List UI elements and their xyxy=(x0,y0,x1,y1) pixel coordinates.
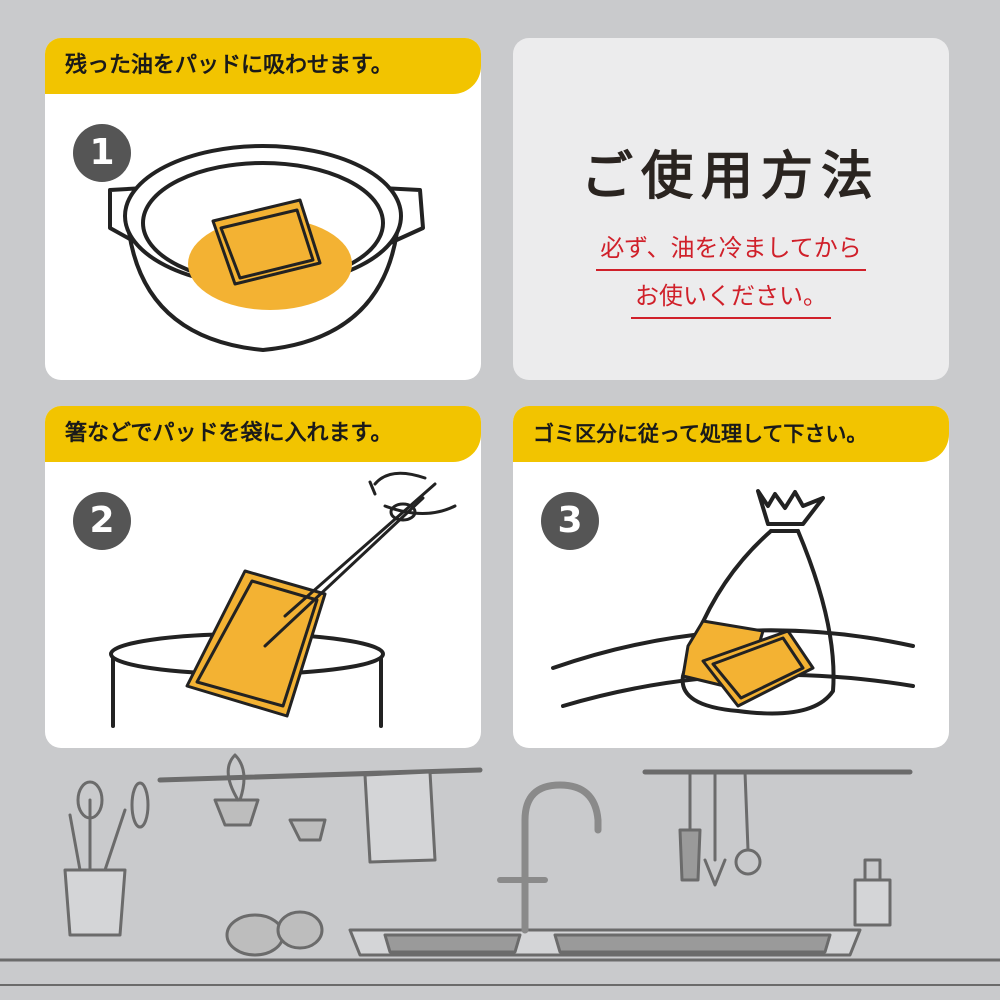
step-1-card: 残った油をパッドに吸わせます。 1 xyxy=(45,38,481,380)
step-1-number-badge: 1 xyxy=(73,124,131,182)
usage-title: ご使用方法 xyxy=(580,147,881,207)
step-2-caption: 箸などでパッドを袋に入れます。 xyxy=(45,406,481,462)
bag-in-trash-bin-illustration xyxy=(551,489,915,716)
chopsticks-pad-into-bag-illustration xyxy=(109,471,457,728)
step-3-card: ゴミ区分に従って処理して下さい。 3 xyxy=(513,406,949,748)
step-3-number-badge: 3 xyxy=(541,492,599,550)
usage-info-card: ご使用方法 必ず、油を冷ましてから お使いください。 xyxy=(513,38,949,380)
step-1-caption: 残った油をパッドに吸わせます。 xyxy=(45,38,481,94)
usage-note-line-1: 必ず、油を冷ましてから xyxy=(513,228,949,271)
step-3-caption: ゴミ区分に従って処理して下さい。 xyxy=(513,406,949,462)
usage-note-line-1-text: 必ず、油を冷ましてから xyxy=(596,228,866,271)
frying-pan-with-pad-illustration xyxy=(108,144,425,352)
usage-note-line-2: お使いください。 xyxy=(513,276,949,319)
step-2-number-badge: 2 xyxy=(73,492,131,550)
usage-note-line-2-text: お使いください。 xyxy=(631,276,831,319)
step-2-card: 箸などでパッドを袋に入れます。 2 xyxy=(45,406,481,748)
